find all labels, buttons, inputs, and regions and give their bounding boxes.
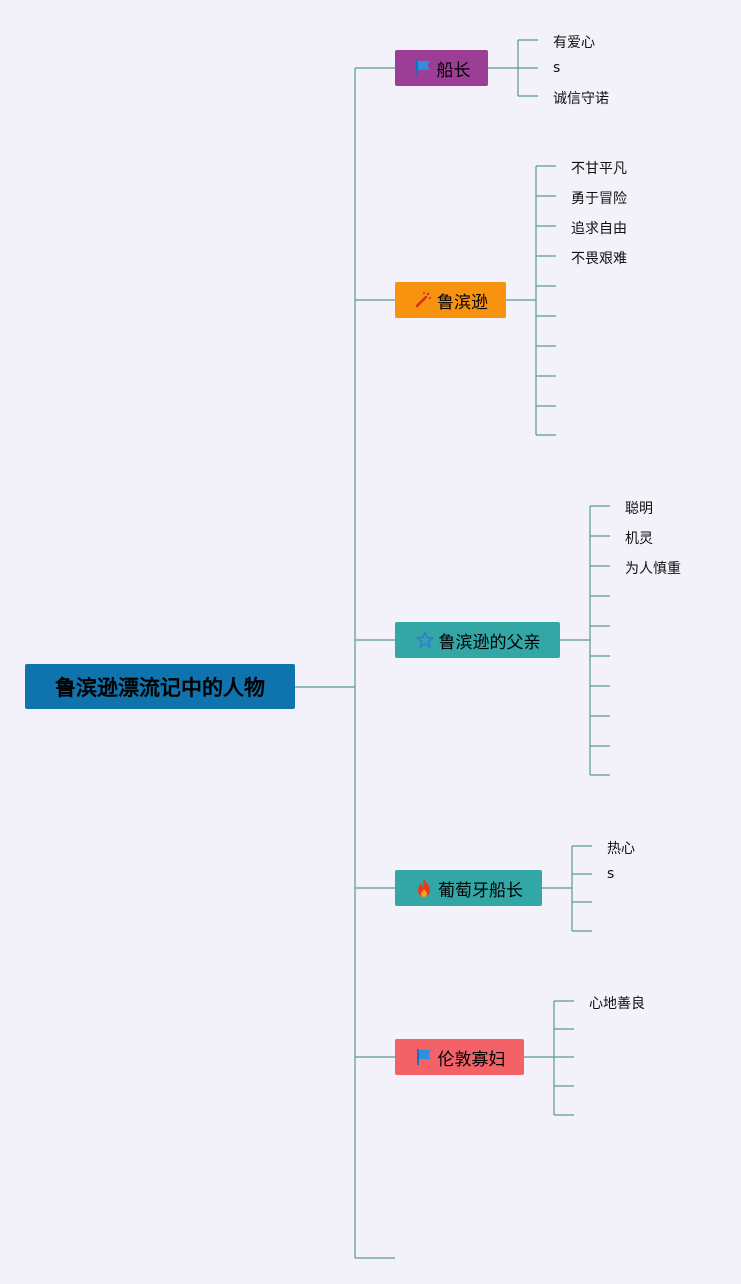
- blue-flag-icon: [414, 1047, 434, 1067]
- branch-node-3[interactable]: 鲁滨逊的父亲: [395, 622, 560, 658]
- root-label: 鲁滨逊漂流记中的人物: [55, 675, 265, 700]
- leaf-text[interactable]: 不甘平凡: [571, 161, 627, 177]
- leaf-text[interactable]: 聪明: [625, 501, 653, 517]
- leaf-text[interactable]: 为人慎重: [625, 561, 681, 577]
- leaf-text[interactable]: 不畏艰难: [571, 251, 627, 267]
- branch-node-1[interactable]: 船长: [395, 50, 488, 86]
- branch-label: 鲁滨逊的父亲: [438, 632, 541, 653]
- leaf-text[interactable]: s: [553, 60, 561, 76]
- branch-node-5[interactable]: 伦敦寡妇: [395, 1039, 524, 1075]
- fire-icon: [414, 878, 434, 898]
- root-node[interactable]: 鲁滨逊漂流记中的人物: [25, 664, 295, 709]
- branch-label: 船长: [436, 60, 471, 81]
- leaf-text[interactable]: 心地善良: [589, 996, 645, 1012]
- blue-star-icon: [415, 630, 435, 650]
- blue-flag-icon: [413, 58, 433, 78]
- leaf-text[interactable]: 勇于冒险: [571, 191, 627, 207]
- branch-label: 葡萄牙船长: [438, 880, 523, 901]
- leaf-text[interactable]: 有爱心: [553, 35, 595, 51]
- leaf-text[interactable]: 热心: [607, 841, 635, 857]
- branch-node-2[interactable]: 鲁滨逊: [395, 282, 506, 318]
- branch-label: 伦敦寡妇: [437, 1049, 506, 1070]
- leaf-text[interactable]: 追求自由: [571, 221, 627, 237]
- leaf-text[interactable]: s: [607, 866, 615, 882]
- branch-label: 鲁滨逊: [437, 292, 488, 313]
- branch-node-4[interactable]: 葡萄牙船长: [395, 870, 542, 906]
- magic-wand-icon: [413, 290, 433, 310]
- leaf-text[interactable]: 机灵: [625, 531, 653, 547]
- leaf-text[interactable]: 诚信守诺: [553, 91, 609, 107]
